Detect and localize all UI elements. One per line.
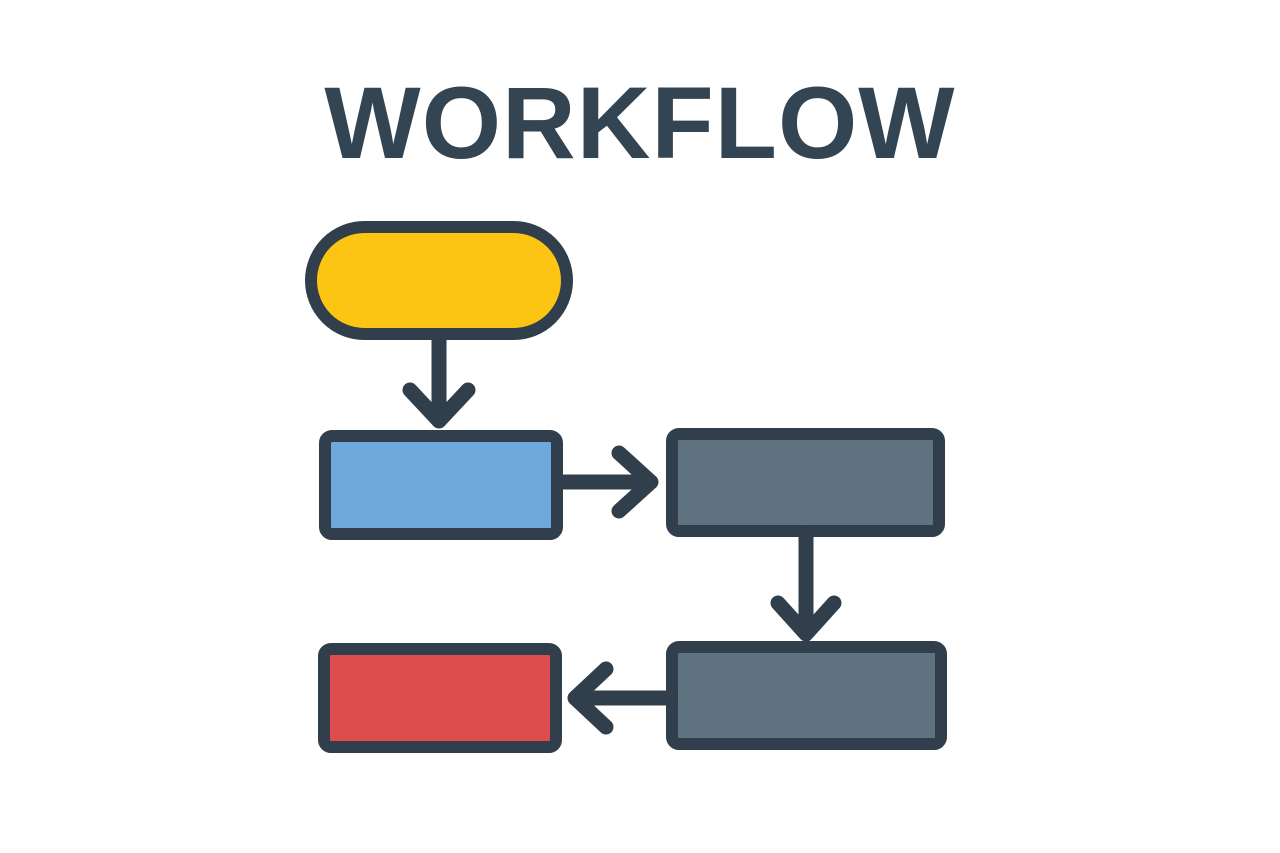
flow-node-step1 [319, 430, 563, 540]
arrow-down-step2-to-step3 [770, 527, 842, 642]
flow-node-step3 [666, 641, 947, 750]
flow-node-start-terminator [305, 221, 573, 340]
page-title: WORKFLOW [324, 66, 956, 180]
arrow-down-start-to-step1 [402, 330, 476, 429]
flow-node-end [318, 643, 562, 753]
arrow-left-step3-to-end [567, 661, 676, 735]
flow-node-step2 [666, 428, 945, 537]
arrow-right-step1-to-step2 [553, 445, 659, 519]
